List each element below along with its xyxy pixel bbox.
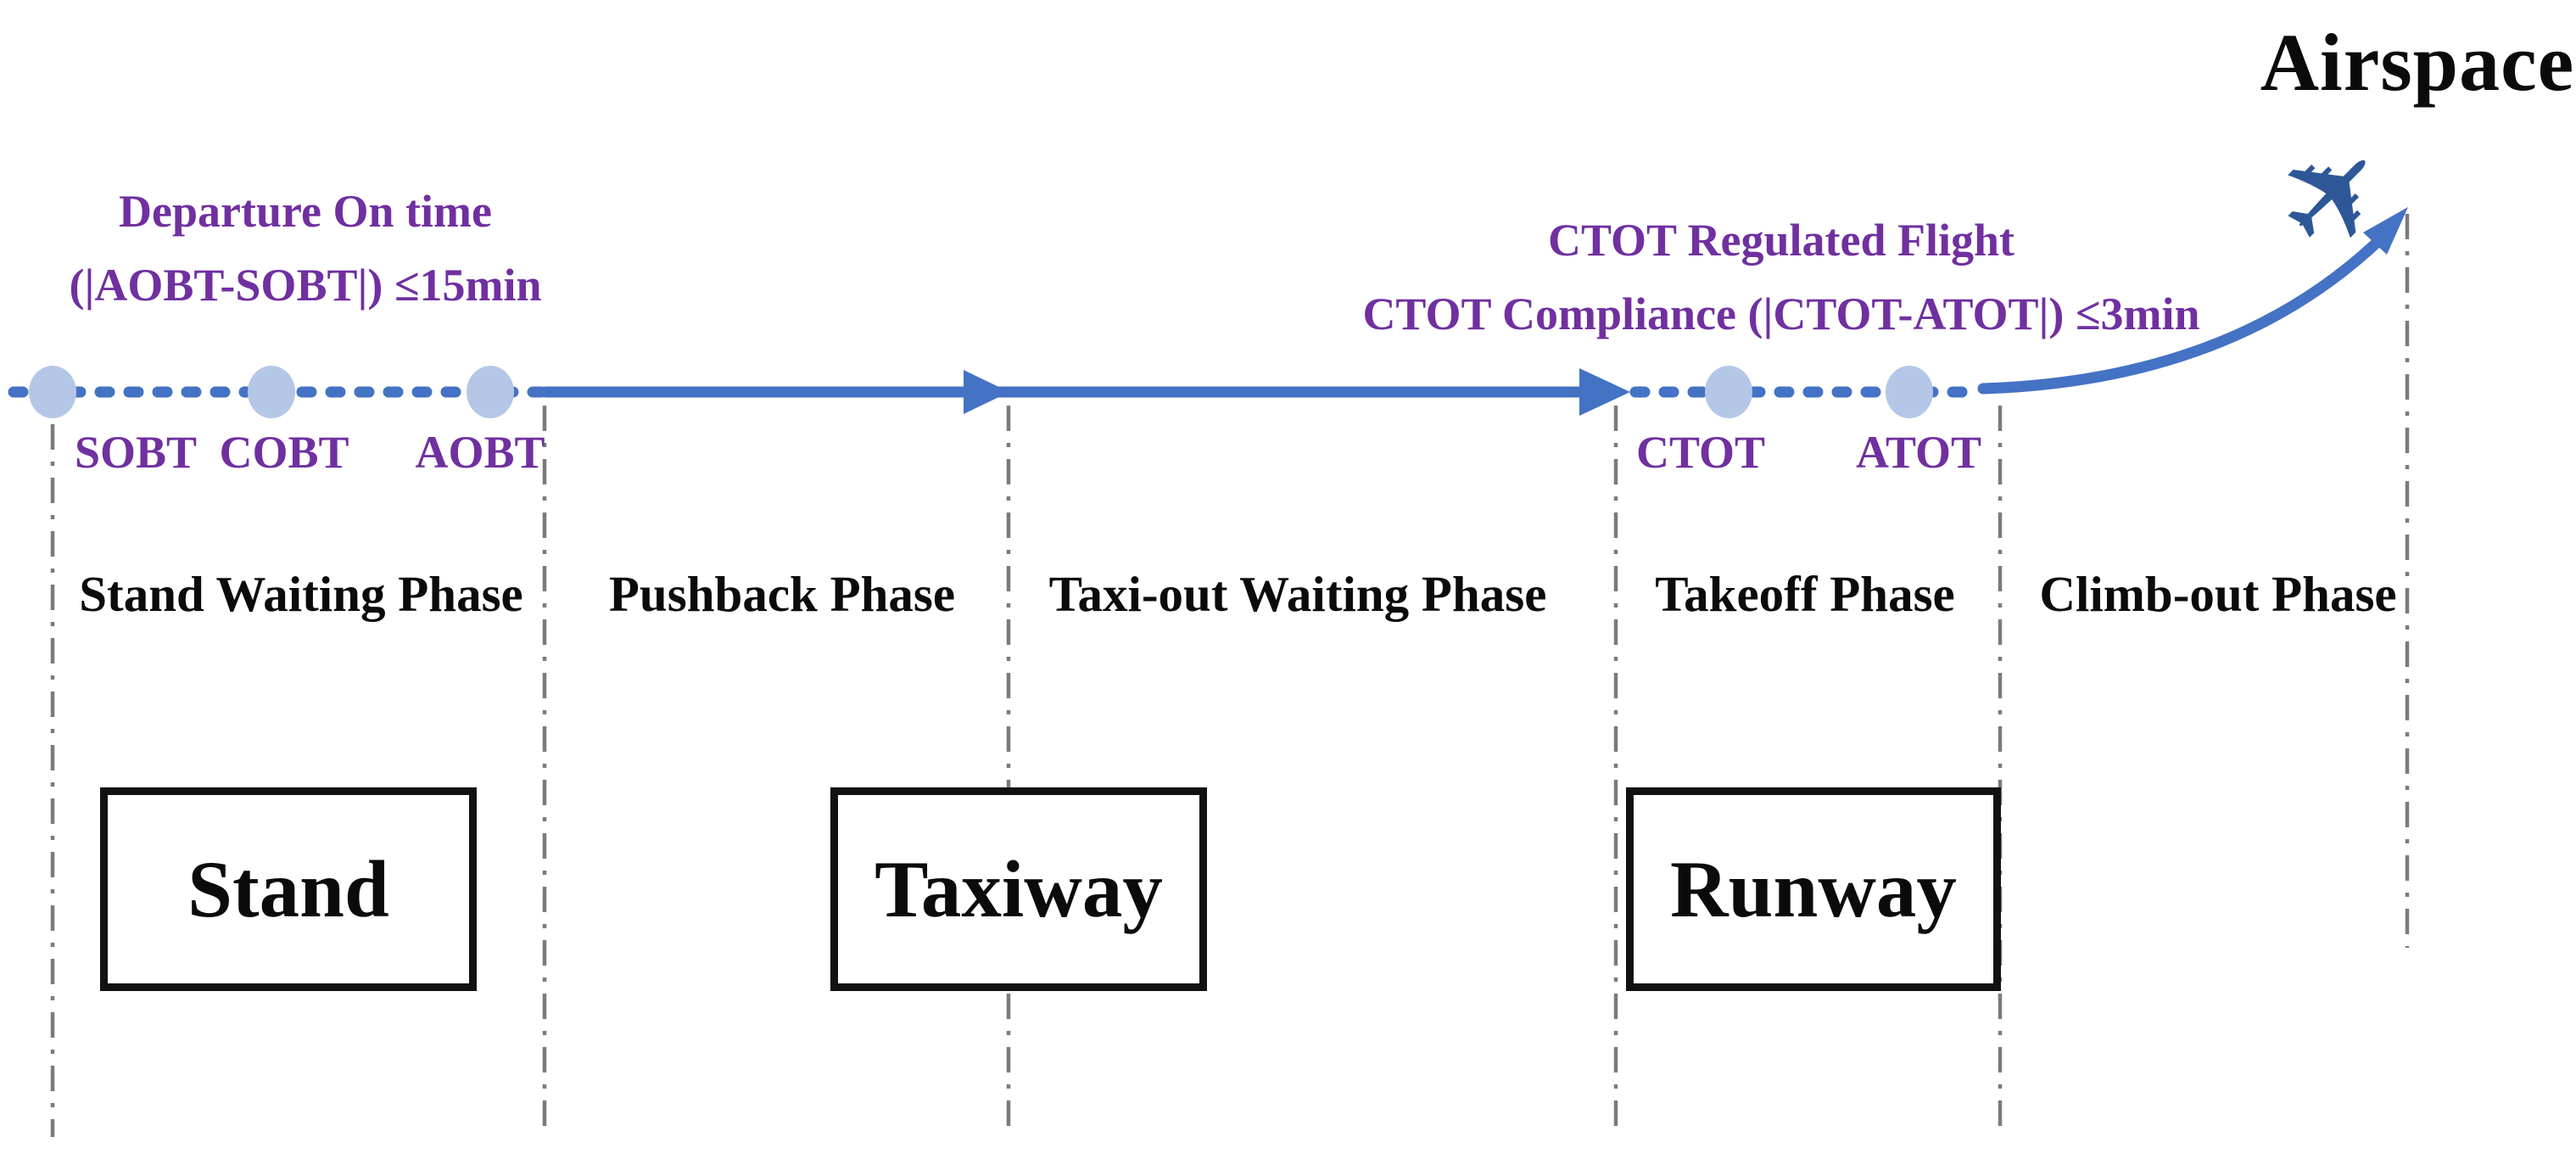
cobt-marker-dot [248,366,295,418]
phase-label-stand-waiting: Stand Waiting Phase [79,566,523,622]
airspace-title: Airspace [2260,17,2575,108]
ctot-compliance-line2: CTOT Compliance (|CTOT-ATOT|) ≤3min [1362,288,2200,340]
phase-label-takeoff: Takeoff Phase [1655,566,1955,622]
ctot-marker-dot [1705,366,1752,418]
pushback-arrowhead-icon [964,370,1009,414]
ctot-compliance-annotation: CTOT Regulated Flight CTOT Compliance (|… [1332,204,2231,352]
runway-box: Runway [1626,787,2001,991]
milestone-label-ctot: CTOT [1635,427,1766,478]
departure-on-time-line1: Departure On time [119,186,492,237]
aobt-marker-dot [467,366,514,418]
atot-marker-dot [1886,366,1933,418]
taxiout-arrowhead-icon [1579,368,1630,416]
milestone-label-sobt: SOBT [74,427,198,478]
milestone-label-aobt: AOBT [415,427,545,478]
taxiway-box: Taxiway [830,787,1207,991]
stand-box-label: Stand [187,844,389,934]
climbout-curve [1977,237,2383,395]
phase-label-pushback: Pushback Phase [608,566,956,622]
phase-boundary-lines [50,214,2410,1137]
milestone-label-atot: ATOT [1855,427,1982,478]
departure-on-time-annotation: Departure On time (|AOBT-SOBT|) ≤15min [25,175,585,323]
sobt-marker-dot [29,366,76,418]
ctot-compliance-line1: CTOT Regulated Flight [1547,215,2015,266]
phase-label-taxiout-waiting: Taxi-out Waiting Phase [1048,566,1547,622]
taxiway-box-label: Taxiway [874,844,1163,934]
runway-box-label: Runway [1670,844,1957,934]
departure-on-time-line2: (|AOBT-SOBT|) ≤15min [69,260,542,311]
climbout-arrowhead-icon [2363,207,2408,255]
phase-label-climbout: Climb-out Phase [2039,566,2397,622]
time-marker-dots [29,366,1933,418]
milestone-label-cobt: COBT [219,427,349,478]
stand-box: Stand [100,787,477,991]
